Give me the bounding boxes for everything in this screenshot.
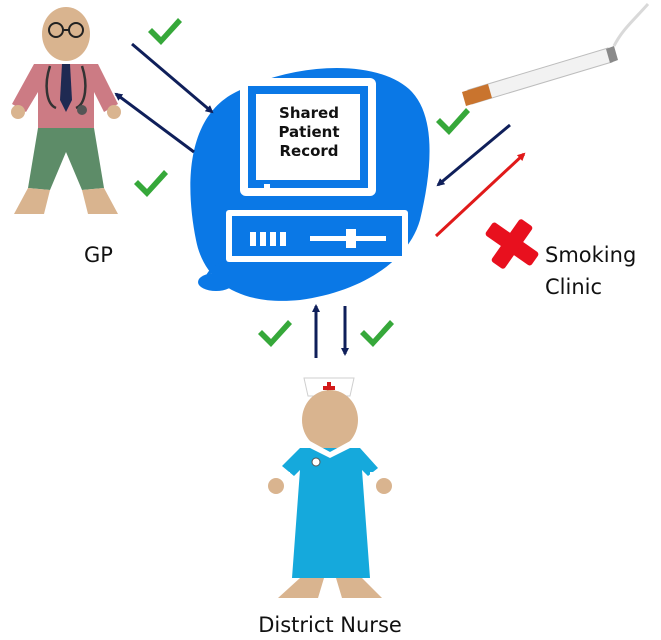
record-label-line3: Record: [279, 141, 339, 160]
record-label-line2: Patient: [278, 122, 340, 141]
check-mark-icon: [258, 320, 292, 347]
arrow-record-to-clinic-denied: [434, 152, 526, 238]
gp-doctor-icon: [11, 7, 121, 214]
shared-patient-record-label: Shared Patient Record: [257, 104, 361, 160]
cross-mark-icon: [485, 219, 539, 269]
district-nurse-label: District Nurse: [258, 613, 402, 637]
monitor-screen: [256, 94, 360, 180]
arrow-gp-to-record: [131, 42, 214, 114]
computer-icon: [190, 68, 430, 301]
record-label-line1: Shared: [279, 104, 339, 122]
smoking-clinic-label-line1: Smoking: [545, 243, 636, 267]
smoking-clinic-label-line2: Clinic: [545, 275, 602, 299]
smoke-wisp: [612, 3, 650, 47]
check-mark-icon: [360, 320, 394, 347]
check-mark-icon: [148, 18, 182, 45]
district-nurse-icon: [268, 377, 392, 598]
check-mark-icon: [134, 170, 168, 197]
arrow-record-to-gp: [114, 92, 195, 154]
mouse-icon: [198, 273, 234, 291]
cigarette-icon: [462, 3, 650, 106]
check-mark-icon: [436, 108, 470, 135]
gp-label: GP: [84, 243, 113, 267]
arrow-clinic-to-record: [436, 123, 511, 187]
